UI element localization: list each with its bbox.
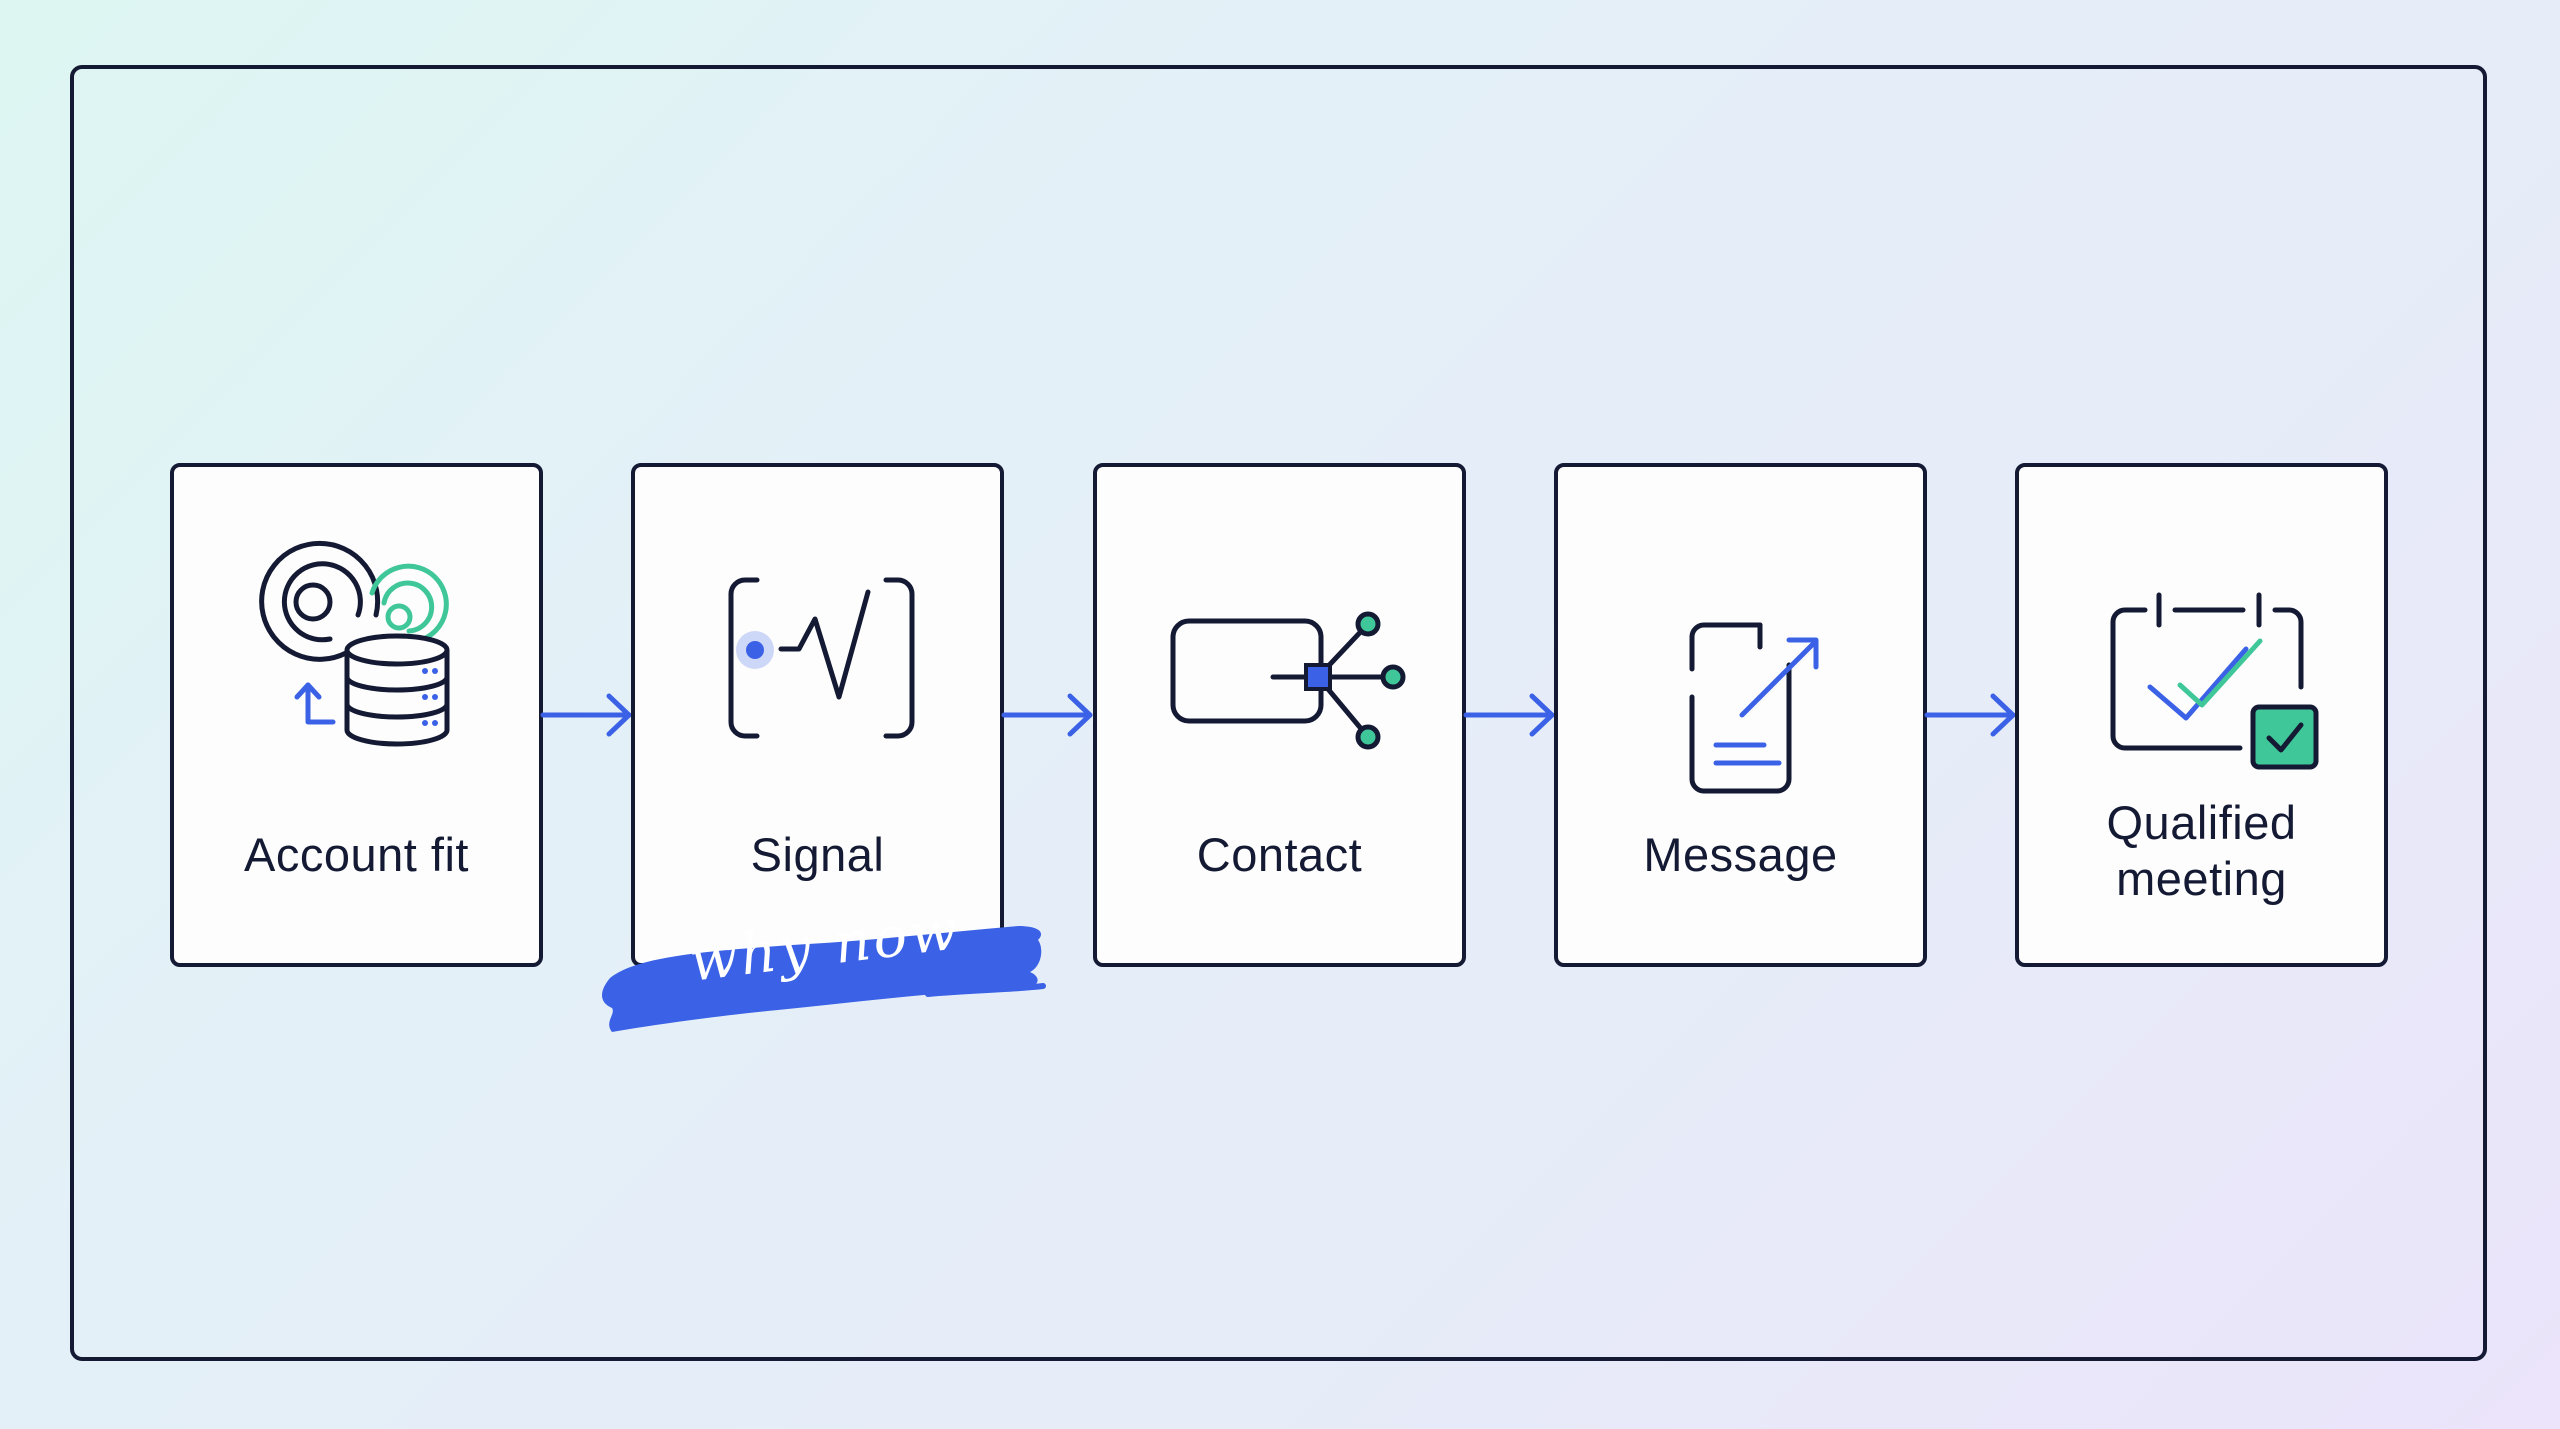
signal-pulse-icon — [728, 577, 915, 739]
step-label: Signal — [750, 828, 885, 881]
document-send-icon — [1689, 622, 1819, 794]
brush-stroke-highlight — [602, 926, 1046, 1032]
target-database-icon — [259, 540, 450, 747]
contact-network-icon — [1170, 611, 1406, 750]
step-label: Contact — [1196, 828, 1363, 881]
step-label: Message — [1643, 828, 1838, 881]
why-now-annotation: why now — [598, 897, 1050, 1040]
flow-arrow-icon — [1001, 693, 1093, 737]
step-label: Qualified meeting — [2106, 796, 2297, 905]
step-card-signal: Signal — [631, 463, 1004, 967]
flow-arrow-icon — [1463, 693, 1555, 737]
step-card-qualified-meeting: Qualified meeting — [2015, 463, 2388, 967]
diagram-frame — [70, 65, 2487, 1361]
step-card-contact: Contact — [1093, 463, 1466, 967]
step-card-message: Message — [1554, 463, 1927, 967]
calendar-check-icon — [2110, 592, 2319, 770]
step-label: Account fit — [244, 828, 469, 881]
flow-arrow-icon — [1924, 693, 2016, 737]
flow-arrow-icon — [540, 693, 632, 737]
step-card-account-fit: Account fit — [170, 463, 543, 967]
